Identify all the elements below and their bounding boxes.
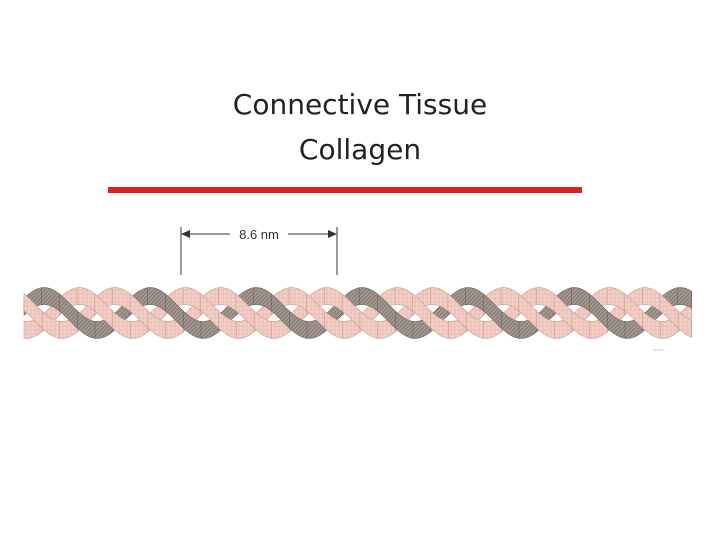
strand-light-a: [306, 293, 325, 329]
strand-dark: [394, 310, 414, 339]
strand-light-b: [41, 310, 60, 339]
strand-light-b: [129, 293, 149, 329]
strand-light-a: [94, 293, 113, 329]
strand-light-a: [218, 310, 237, 339]
strand-light-a: [430, 310, 449, 339]
strand-light-b: [447, 293, 467, 329]
strand-light-b: [359, 310, 378, 339]
strand-dark: [377, 293, 396, 329]
strand-light-a: [200, 293, 219, 329]
strand-light-b: [23, 293, 43, 329]
strand-dark: [165, 293, 184, 329]
measurement-label: 8.6 nm: [239, 227, 279, 242]
strand-light-a: [624, 293, 643, 329]
strand-light-a: [324, 310, 343, 339]
strand-light-a: [536, 310, 555, 339]
strand-light-b: [677, 310, 692, 338]
strand-light-a: [518, 293, 537, 329]
strand-dark: [59, 293, 78, 329]
strand-dark: [606, 310, 626, 339]
figure-credit-mark: ~~~: [653, 348, 664, 354]
strand-light-b: [253, 310, 272, 339]
strand-dark: [76, 310, 96, 339]
strand-light-b: [341, 293, 361, 329]
title-line-2: Collagen: [298, 133, 422, 166]
strand-dark: [271, 293, 290, 329]
strand-light-b: [553, 293, 573, 329]
strand-light-b: [659, 293, 679, 329]
strand-light-a: [642, 310, 661, 339]
strand-dark: [589, 293, 608, 329]
slide-title: Connective Tissue Collagen: [0, 82, 720, 172]
strand-dark: [288, 310, 308, 339]
strand-dark: [483, 293, 502, 329]
strand-light-b: [235, 293, 255, 329]
strand-dark: [182, 310, 202, 339]
measurement-bracket: 8.6 nm: [180, 227, 338, 275]
title-line-1: Connective Tissue: [232, 88, 488, 121]
helix: [23, 287, 692, 339]
strand-light-a: [112, 310, 131, 339]
strand-dark: [677, 287, 692, 309]
strand-dark: [500, 310, 520, 339]
title-underline: [108, 187, 582, 193]
strand-light-b: [465, 310, 484, 339]
strand-light-a: [412, 293, 431, 329]
collagen-triple-helix-figure: 8.6 nm ~~~: [0, 215, 720, 365]
strand-light-b: [147, 310, 166, 339]
strand-light-b: [571, 310, 590, 339]
